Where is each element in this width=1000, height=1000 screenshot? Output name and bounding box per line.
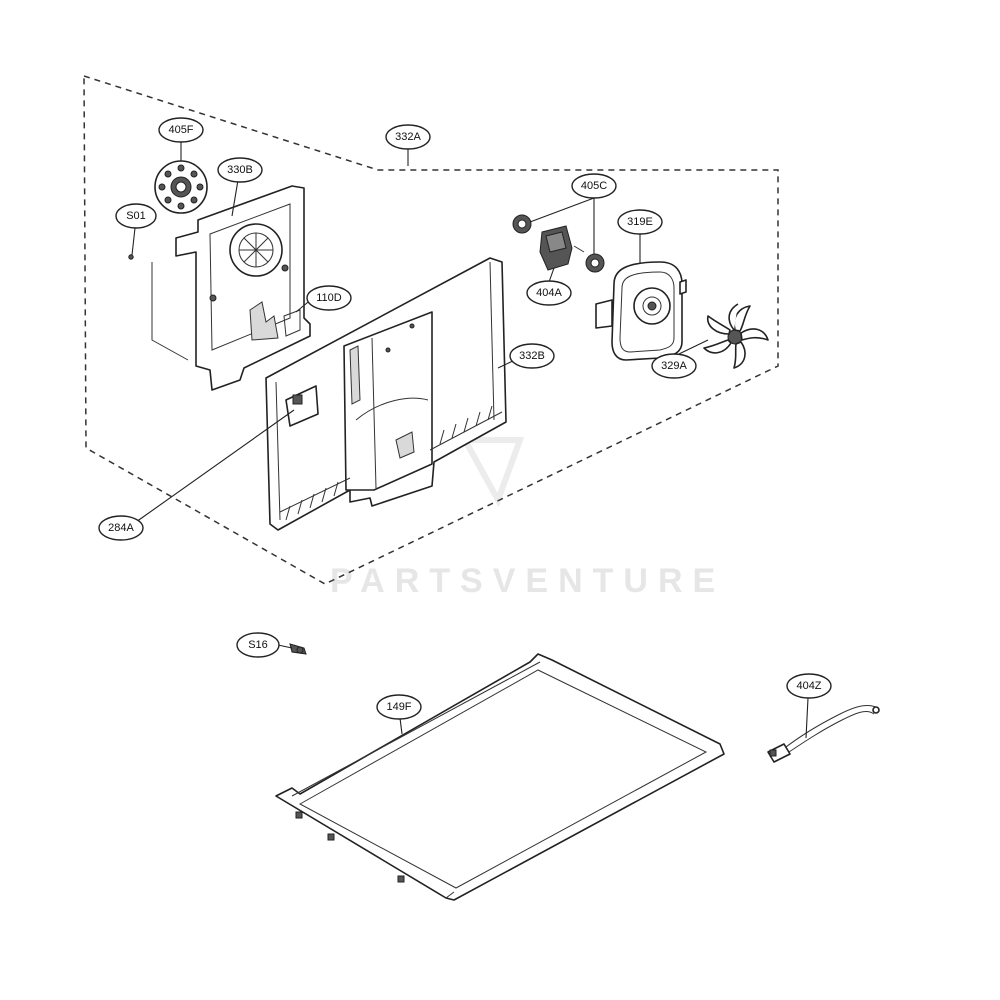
callout-332a: 332A [385, 124, 431, 150]
callout-label: 404A [536, 287, 562, 299]
callout-label: 284A [108, 522, 134, 534]
part-284a-bracket [285, 385, 319, 427]
part-s16-screw [289, 643, 307, 655]
callout-label: 405F [168, 124, 193, 136]
part-332b-cover-panel [265, 257, 507, 531]
callout-332b: 332B [509, 343, 555, 369]
assembly-boundary-332a [83, 74, 779, 585]
watermark-logo-icon [459, 437, 525, 508]
part-405f-fan-grille [154, 160, 208, 214]
part-s01-screw [128, 254, 134, 260]
callout-label: 332A [395, 131, 421, 143]
part-404a-fan-motor [539, 225, 585, 271]
callout-label: 405C [581, 180, 607, 192]
part-404z-wire-harness [767, 705, 880, 763]
callout-s16: S16 [236, 632, 280, 658]
watermark-text: PARTSVENTURE [330, 562, 725, 600]
part-330b-shroud [151, 185, 311, 391]
callout-label: 149F [386, 701, 411, 713]
callout-label: 329A [661, 360, 687, 372]
callout-329a: 329A [651, 353, 697, 379]
callout-label: 332B [519, 350, 545, 362]
callout-405f: 405F [158, 117, 204, 143]
callout-label: 110D [316, 292, 342, 304]
callout-label: 319E [627, 216, 653, 228]
callout-284a: 284A [98, 515, 144, 541]
callout-319e: 319E [617, 209, 663, 235]
callout-149f: 149F [376, 694, 422, 720]
callout-404a: 404A [526, 280, 572, 306]
callout-330b: 330B [217, 157, 263, 183]
part-405c-grommets [512, 214, 605, 273]
callout-405c: 405C [571, 173, 617, 199]
callout-label: 330B [227, 164, 253, 176]
callout-s01: S01 [115, 203, 157, 229]
callout-label: 404Z [796, 680, 821, 692]
part-329a-fan-blade [703, 303, 769, 369]
part-149f-glass-shelf [275, 653, 725, 901]
watermark: PARTSVENTURE [330, 437, 725, 600]
callout-110d: 110D [306, 285, 352, 311]
callout-404z: 404Z [786, 673, 832, 699]
part-319e-fan-housing [595, 261, 687, 361]
callout-label: S01 [126, 210, 146, 222]
callout-label: S16 [248, 639, 268, 651]
